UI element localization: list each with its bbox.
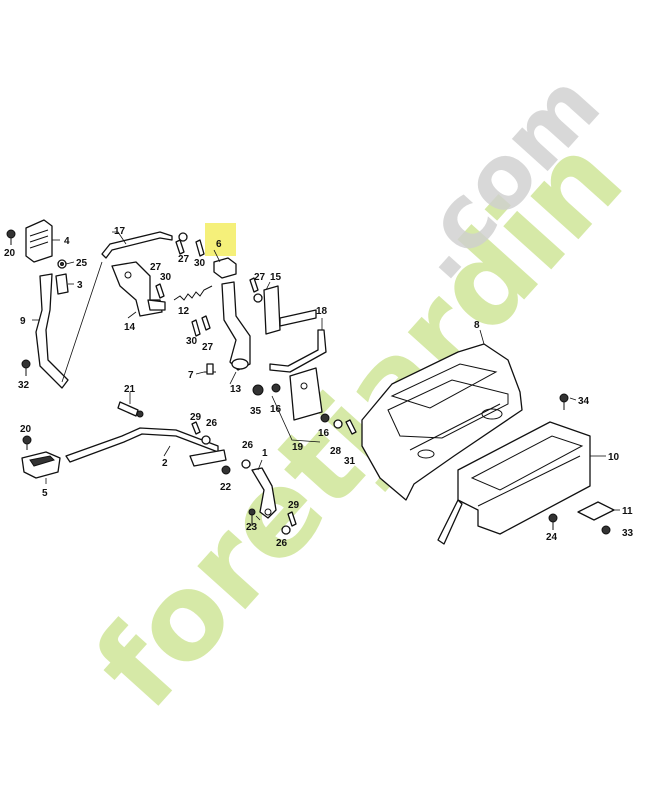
part-1-lever: [251, 467, 277, 519]
part-6-highlight: [205, 223, 236, 256]
label-9: 9: [20, 316, 26, 327]
part-25-nut: [57, 259, 67, 269]
label-24: 24: [546, 532, 558, 543]
label-15: 15: [270, 272, 282, 283]
part-19-plate: [271, 367, 323, 443]
label-17: 17: [114, 226, 126, 237]
label-21: 21: [124, 384, 136, 395]
part-24-bolt: [548, 513, 558, 530]
part-31-pin: [345, 419, 357, 435]
label-34: 34: [578, 396, 590, 407]
label-35: 35: [250, 406, 262, 417]
label-12: 12: [178, 306, 190, 317]
label-33: 33: [622, 528, 634, 539]
label-14: 14: [124, 322, 136, 333]
label-2: 2: [162, 458, 168, 469]
part-8-cover: [361, 343, 523, 501]
part-26-washer-bottom: [281, 525, 291, 535]
label-30c: 30: [186, 336, 198, 347]
leader-lines: [32, 231, 620, 521]
part-28-washer: [333, 419, 343, 429]
label-4: 4: [64, 236, 70, 247]
label-29a: 29: [190, 412, 202, 423]
label-26a: 26: [206, 418, 218, 429]
label-30b: 30: [160, 272, 172, 283]
label-26c: 26: [276, 538, 288, 549]
label-3: 3: [77, 280, 83, 291]
label-27d: 27: [202, 342, 214, 353]
part-7-bolt: [204, 363, 216, 375]
part-labels: 1 2 3 4 5 6 7 8 9 10 11 12 13 14 15 16 1…: [4, 226, 634, 549]
label-13: 13: [230, 384, 242, 395]
label-27c: 27: [254, 272, 266, 283]
label-1: 1: [262, 448, 268, 459]
part-20-bolt-top: [6, 229, 16, 245]
label-18: 18: [316, 306, 328, 317]
part-30-pin-top: [195, 239, 205, 257]
watermark-main-text: foretjardin: [68, 111, 648, 734]
part-29-pin-a: [191, 421, 201, 435]
label-30a: 30: [194, 258, 206, 269]
part-15-bracket: [263, 285, 317, 335]
part-26-washer-low: [201, 435, 211, 445]
part-22-bolt: [221, 465, 231, 475]
label-19: 19: [292, 442, 304, 453]
label-16b: 16: [318, 428, 330, 439]
label-32: 32: [18, 380, 30, 391]
part-16-bolt-b: [320, 413, 330, 423]
label-29b: 29: [288, 500, 300, 511]
part-11-plate: [577, 501, 615, 521]
part-32-bolt: [21, 359, 31, 376]
part-4-knob: [25, 219, 53, 263]
part-26-washer-right: [241, 459, 251, 469]
label-26b: 26: [242, 440, 254, 451]
label-28: 28: [330, 446, 342, 457]
label-27b: 27: [150, 262, 162, 273]
part-3-clip: [55, 273, 69, 295]
part-13-lever: [221, 281, 251, 371]
part-16-bolt-a: [271, 383, 281, 393]
label-22: 22: [220, 482, 232, 493]
part-5-knob: [21, 451, 61, 479]
label-10: 10: [608, 452, 620, 463]
part-23-bolt: [248, 508, 256, 526]
part-27-pin-c: [249, 277, 259, 293]
part-30-pin-c: [201, 315, 211, 331]
part-12-spring: [173, 285, 213, 301]
label-5: 5: [42, 488, 48, 499]
part-33-bolt: [601, 525, 611, 535]
part-27-pin-a: [175, 239, 185, 255]
part-14-bracket: [111, 261, 166, 317]
label-11: 11: [622, 506, 633, 517]
label-8: 8: [474, 320, 480, 331]
part-26-washer-mid: [253, 293, 263, 303]
part-34-bolt: [559, 393, 569, 410]
part-30-pin-b: [155, 283, 165, 299]
part-17-rod: [101, 231, 173, 259]
part-26-washer-top: [178, 232, 188, 242]
part-10-bracket: [437, 421, 591, 545]
watermark: foretjardin .com: [68, 53, 648, 733]
part-9-lever: [35, 273, 69, 389]
part-21-bolt: [117, 401, 144, 418]
label-25: 25: [76, 258, 88, 269]
part-35-bolt: [252, 384, 264, 396]
part-29-pin-b: [287, 511, 297, 527]
part-20-bolt-low: [22, 435, 32, 450]
part-27-pin-b: [191, 319, 201, 337]
label-16a: 16: [270, 404, 282, 415]
label-7: 7: [188, 370, 194, 381]
part-6-block: [213, 257, 237, 279]
label-31: 31: [344, 456, 356, 467]
part-2-rod: [65, 427, 227, 467]
label-20b: 20: [20, 424, 32, 435]
label-20a: 20: [4, 248, 16, 259]
label-23: 23: [246, 522, 258, 533]
part-18-rod: [269, 329, 327, 373]
label-6: 6: [216, 239, 222, 250]
label-27a: 27: [178, 254, 190, 265]
